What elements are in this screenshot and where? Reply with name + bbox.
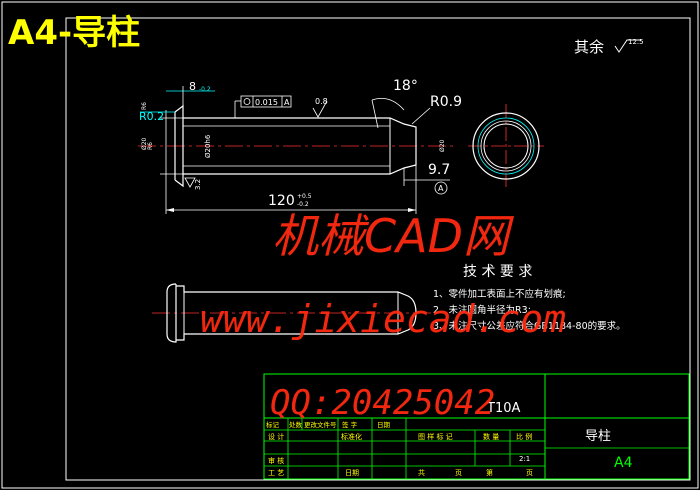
end-view-ring-1 [477, 117, 535, 175]
surface-note: 其余 12.5 [574, 38, 644, 56]
watermark-line1: 机械CAD网 [272, 209, 515, 263]
tb-header-3: 签 字 [342, 420, 358, 429]
tech-requirement-3: 3、未注尺寸公差应符合GB1184-80的要求。 [433, 320, 626, 332]
dim-8-tol: -0.2 [199, 86, 211, 93]
top-dimensions: 8 -0.2 R0.2 R6 0.015 A 0.8 18° R0.9 9.7 [139, 78, 462, 212]
top-head-outline [174, 104, 184, 188]
roughness-bottom: 3.2 [194, 179, 202, 190]
dim-angle: 18° [393, 78, 418, 94]
tb-part-name: 导柱 [585, 429, 611, 444]
tb-stage-1: 数 量 [483, 432, 499, 441]
tech-requirements-title: 技 术 要 求 [463, 264, 532, 280]
watermark: 机械CAD网 www.jixiecad.com QQ:20425042 [200, 209, 566, 423]
dim-dia-mid: Ø20h6 [204, 134, 212, 158]
dim-r02: R0.2 [139, 110, 164, 123]
end-view [468, 104, 544, 188]
tech-requirements: 技 术 要 求 1、零件加工表面上不应有划痕; 2、未注圆角半径为R3; 3、未… [433, 264, 626, 332]
dim-120-tol-up: +0.5 [297, 193, 312, 200]
dim-120-text: 120 [268, 193, 295, 209]
inner-border [65, 17, 691, 481]
tb-header-1: 处数 [289, 420, 303, 429]
tb-row-1: 标准化 [341, 432, 362, 441]
datum-marker-label: A [438, 184, 444, 193]
tech-requirement-1: 1、零件加工表面上不应有划痕; [433, 288, 566, 300]
dim-r09-leader [411, 107, 431, 125]
tb-stage-0: 图 样 标 记 [418, 432, 453, 441]
angle-leader [371, 99, 379, 129]
title-block: T10A 导柱 A4 2:1 标记 处数 更改文件号 签 字 日期 设 计 标准… [263, 373, 690, 480]
tb-row-3: 工 艺 [268, 469, 284, 477]
dim-120-arrow-left [166, 208, 174, 212]
dim-small-left: R6 [147, 142, 154, 150]
watermark-line2: www.jixiecad.com [200, 297, 566, 341]
tolerance-frame-datum: A [284, 98, 290, 107]
dim-dia-left: Ø20 [141, 137, 148, 150]
end-view-ring-2 [480, 120, 532, 172]
dim-120-arrow-right [408, 208, 416, 212]
tb-material: T10A [486, 401, 520, 416]
surface-note-roughness: 12.5 [628, 38, 644, 46]
roughness-symbol [614, 39, 641, 53]
dim-r09: R0.9 [430, 94, 462, 110]
top-body-outline [183, 117, 417, 175]
bottom-head-outline [166, 283, 177, 343]
tech-requirement-2: 2、未注圆角半径为R3; [433, 304, 531, 316]
tolerance-frame-box [240, 95, 292, 108]
roughness-bottom-symbol [184, 177, 196, 188]
dim-dia-right: Ø20 [439, 139, 446, 152]
tb-scale: 2:1 [519, 455, 530, 463]
bottom-body-outline [176, 285, 417, 341]
tb-header-2: 更改文件号 [304, 420, 337, 429]
tolerance-symbol-icon [243, 98, 251, 105]
tb-sheet-3: 页 [526, 469, 533, 477]
roughness-08: 0.8 [315, 97, 328, 106]
tb-sheet-2: 第 [486, 468, 493, 477]
tb-row-2: 审 核 [268, 456, 284, 465]
tb-header-0: 标记 [266, 420, 280, 429]
end-view-outer-circle [472, 112, 540, 180]
angle-arc [371, 97, 405, 111]
dim-97: 9.7 [428, 162, 450, 178]
dim-8-text: 8 [189, 80, 196, 93]
bottom-part-view [152, 283, 432, 343]
roughness-08-symbol [312, 100, 328, 118]
tb-stage-2: 比 例 [516, 432, 532, 441]
title-block-frame [263, 373, 690, 480]
tb-sheet-0: 共 [418, 468, 425, 477]
tb-sheet-1: 页 [455, 469, 462, 477]
datum-marker-circle [434, 181, 448, 195]
end-view-ring-3 [483, 123, 529, 169]
tb-header-4: 日期 [377, 421, 391, 429]
dim-left-small: R6 [141, 102, 148, 110]
tb-row-0: 设 计 [268, 432, 284, 441]
tolerance-frame-value: 0.015 [255, 98, 278, 107]
top-part-view [138, 104, 455, 214]
dim-120-tol-dn: -0.2 [297, 201, 309, 208]
surface-note-label: 其余 [574, 38, 604, 56]
watermark-line3: QQ:20425042 [270, 383, 495, 423]
drawing-title: A4-导柱 [8, 13, 140, 53]
tb-row-4: 日期 [345, 469, 359, 477]
tolerance-frame: 0.015 A [234, 95, 292, 118]
tb-sheet-size: A4 [614, 455, 633, 471]
